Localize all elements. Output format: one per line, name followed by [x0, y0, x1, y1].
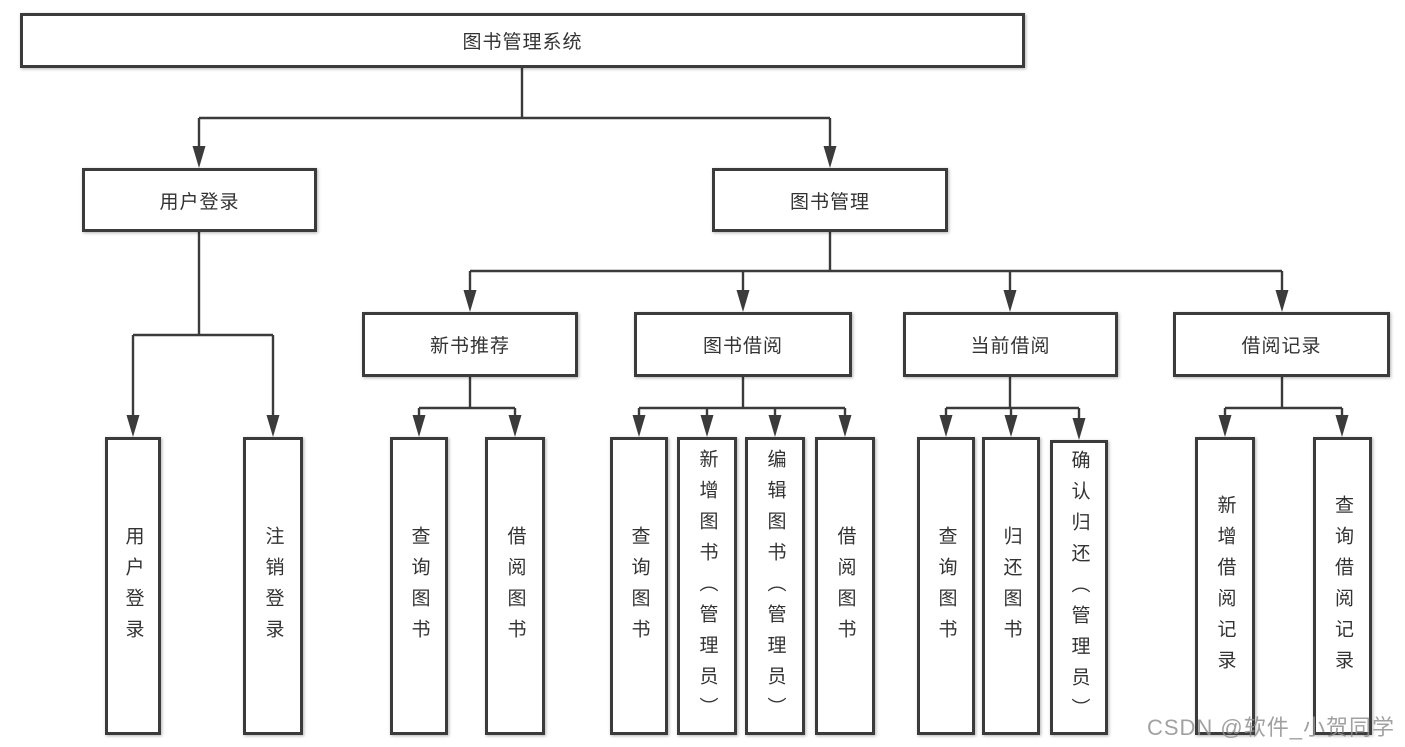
- node-book-management-branch: 图书管理: [712, 168, 948, 232]
- node-label: 借阅记录: [1241, 336, 1322, 357]
- arrowhead-down-icon: [192, 146, 206, 168]
- node-current-borrowing: 当前借阅: [903, 312, 1118, 377]
- arrowhead-down-icon: [508, 415, 522, 437]
- arrowhead-down-icon: [736, 290, 750, 312]
- node-label: 查询图书: [628, 526, 650, 650]
- arrowhead-down-icon: [823, 146, 837, 168]
- csdn-watermark: CSDN @软件_小贺同学: [1146, 715, 1395, 740]
- node-query-books-1: 查询图书: [390, 437, 448, 735]
- node-label: 借阅图书: [504, 526, 526, 650]
- node-user-login-leaf: 用户登录: [105, 437, 161, 735]
- arrowhead-down-icon: [266, 415, 280, 437]
- node-borrow-books-2: 借阅图书: [815, 437, 875, 735]
- node-label: 借阅图书: [834, 526, 856, 650]
- arrowhead-down-icon: [463, 290, 477, 312]
- node-label: 查询借阅记录: [1332, 495, 1353, 681]
- arrowhead-down-icon: [1072, 418, 1086, 440]
- arrowhead-down-icon: [412, 415, 426, 437]
- node-library-management-system: 图书管理系统: [20, 13, 1025, 68]
- node-query-books-3: 查询图书: [917, 437, 975, 735]
- node-add-books-admin: 新增图书（管理员）: [677, 437, 737, 735]
- node-edit-books-admin: 编辑图书（管理员）: [745, 437, 805, 735]
- node-add-borrow-record: 新增借阅记录: [1195, 437, 1255, 735]
- arrowhead-down-icon: [632, 415, 646, 437]
- node-label: 用户登录: [159, 191, 240, 213]
- arrowhead-down-icon: [768, 415, 782, 437]
- arrowhead-down-icon: [1003, 290, 1017, 312]
- node-label: 查询图书: [935, 526, 957, 650]
- node-label: 新书推荐: [429, 336, 510, 357]
- node-label: 归还图书: [1000, 526, 1022, 650]
- node-label: 图书管理系统: [462, 32, 583, 53]
- node-return-books: 归还图书: [982, 437, 1040, 735]
- node-new-book-recommendation: 新书推荐: [362, 312, 578, 377]
- arrowhead-down-icon: [1335, 415, 1349, 437]
- arrowhead-down-icon: [126, 415, 140, 437]
- node-label: 图书借阅: [702, 336, 783, 357]
- arrowhead-down-icon: [1004, 415, 1018, 437]
- node-label: 当前借阅: [970, 336, 1051, 357]
- node-label: 新增图书（管理员）: [696, 448, 718, 728]
- node-borrowing-records: 借阅记录: [1173, 312, 1390, 377]
- node-book-borrowing: 图书借阅: [634, 312, 852, 377]
- node-label: 用户登录: [122, 526, 144, 650]
- node-label: 编辑图书（管理员）: [764, 448, 786, 728]
- node-label: 确认归还（管理员）: [1068, 450, 1090, 729]
- node-query-borrow-record: 查询借阅记录: [1313, 437, 1372, 735]
- arrowhead-down-icon: [700, 415, 714, 437]
- arrowhead-down-icon: [838, 415, 852, 437]
- node-label: 图书管理: [789, 191, 870, 213]
- node-label: 注销登录: [262, 526, 284, 650]
- arrowhead-down-icon: [1275, 290, 1289, 312]
- node-user-login-branch: 用户登录: [82, 168, 317, 232]
- node-label: 新增借阅记录: [1214, 495, 1236, 681]
- arrowhead-down-icon: [939, 415, 953, 437]
- node-query-books-2: 查询图书: [610, 437, 668, 735]
- node-label: 查询图书: [408, 526, 430, 650]
- node-confirm-return-admin: 确认归还（管理员）: [1050, 440, 1108, 735]
- node-borrow-books-1: 借阅图书: [485, 437, 545, 735]
- node-logout: 注销登录: [243, 437, 303, 735]
- arrowhead-down-icon: [1218, 415, 1232, 437]
